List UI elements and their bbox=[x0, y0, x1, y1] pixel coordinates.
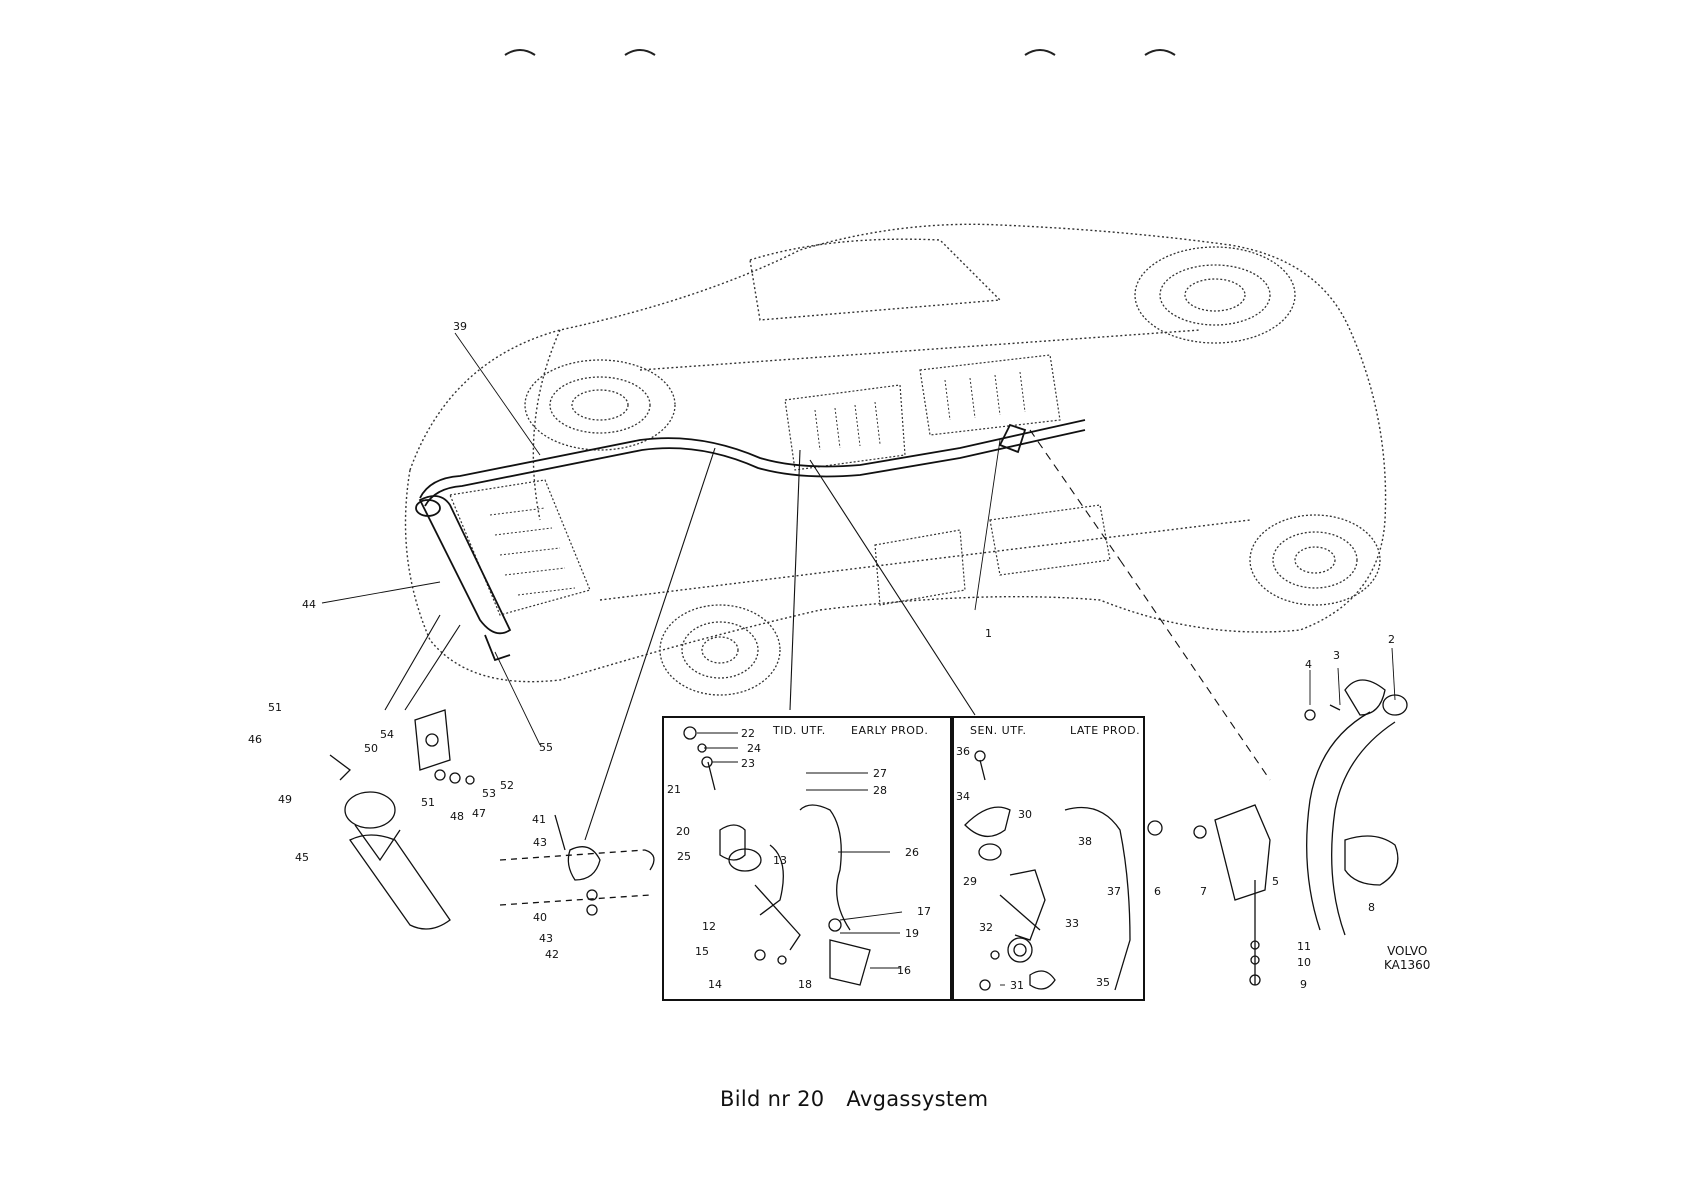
inset-early-label-sv: TID. UTF. bbox=[772, 724, 826, 737]
leader-lines bbox=[384, 429, 1271, 841]
callout-35: 35 bbox=[1096, 976, 1110, 989]
wheel-front-left bbox=[1134, 246, 1296, 344]
inset-early-label-en: EARLY PROD. bbox=[851, 724, 928, 737]
callout-34: 34 bbox=[956, 790, 970, 803]
callout-38: 38 bbox=[1078, 835, 1092, 848]
callout-1: 1 bbox=[985, 627, 992, 640]
callout-13: 13 bbox=[773, 854, 787, 867]
wheel-rear-left bbox=[524, 359, 676, 451]
callout-28: 28 bbox=[873, 784, 887, 797]
callout-54: 54 bbox=[380, 728, 394, 741]
figure-number: Bild nr 20 bbox=[720, 1087, 825, 1111]
car-body-outline bbox=[404, 223, 1387, 683]
callout-23: 23 bbox=[741, 757, 755, 770]
callout-45: 45 bbox=[295, 851, 309, 864]
callout-33: 33 bbox=[1065, 917, 1079, 930]
callout-17: 17 bbox=[917, 905, 931, 918]
floor-pans bbox=[449, 354, 1111, 616]
callout-29: 29 bbox=[963, 875, 977, 888]
callout-53: 53 bbox=[482, 787, 496, 800]
callout-55: 55 bbox=[539, 741, 553, 754]
callout-41: 41 bbox=[532, 813, 546, 826]
callout-20: 20 bbox=[676, 825, 690, 838]
figure-caption: Bild nr 20 Avgassystem bbox=[720, 1087, 1010, 1111]
callout-15: 15 bbox=[695, 945, 709, 958]
callout-3: 3 bbox=[1333, 649, 1340, 662]
figure-title: Avgassystem bbox=[846, 1087, 989, 1111]
callout-47: 47 bbox=[472, 807, 486, 820]
callout-25: 25 bbox=[677, 850, 691, 863]
inset-late-production bbox=[952, 716, 1145, 1001]
callout-27: 27 bbox=[873, 767, 887, 780]
drawing-code: KA1360 bbox=[1384, 958, 1431, 972]
silencer bbox=[415, 495, 512, 662]
callout-50: 50 bbox=[364, 742, 378, 755]
callout-49: 49 bbox=[278, 793, 292, 806]
wheel-front-right bbox=[1249, 514, 1381, 606]
inset-late-label-en: LATE PROD. bbox=[1070, 724, 1140, 737]
callout-4: 4 bbox=[1305, 658, 1312, 671]
callout-48: 48 bbox=[450, 810, 464, 823]
front-bracket-parts bbox=[1147, 679, 1408, 986]
callout-10: 10 bbox=[1297, 956, 1311, 969]
callout-6: 6 bbox=[1154, 885, 1161, 898]
callout-42: 42 bbox=[545, 948, 559, 961]
wheel-rear-right bbox=[659, 604, 781, 696]
callout-2: 2 bbox=[1388, 633, 1395, 646]
early-parts bbox=[683, 726, 871, 986]
callout-43: 43 bbox=[533, 836, 547, 849]
callout-39: 39 bbox=[453, 320, 467, 333]
callout-7: 7 bbox=[1200, 885, 1207, 898]
callout-32: 32 bbox=[979, 921, 993, 934]
callout-52: 52 bbox=[500, 779, 514, 792]
callout-leaders bbox=[321, 332, 1396, 986]
callout-8: 8 bbox=[1368, 901, 1375, 914]
callout-44: 44 bbox=[302, 598, 316, 611]
callout-24: 24 bbox=[747, 742, 761, 755]
brand-name: VOLVO bbox=[1387, 944, 1428, 958]
floor-ribs bbox=[489, 371, 1026, 596]
callout-37: 37 bbox=[1107, 885, 1121, 898]
callout-30: 30 bbox=[1018, 808, 1032, 821]
callout-11: 11 bbox=[1297, 940, 1311, 953]
inset-late-label-sv: SEN. UTF. bbox=[970, 724, 1026, 737]
callout-21: 21 bbox=[667, 783, 681, 796]
callout-22: 22 bbox=[741, 727, 755, 740]
exhaust-pipe bbox=[419, 419, 1086, 507]
callout-31: 31 bbox=[1010, 979, 1024, 992]
callout-18: 18 bbox=[798, 978, 812, 991]
callout-36: 36 bbox=[956, 745, 970, 758]
callout-43b: 43 bbox=[539, 932, 553, 945]
callout-12: 12 bbox=[702, 920, 716, 933]
callout-14: 14 bbox=[708, 978, 722, 991]
middle-clamp-parts bbox=[499, 814, 655, 916]
callout-40: 40 bbox=[533, 911, 547, 924]
callout-26: 26 bbox=[905, 846, 919, 859]
late-parts bbox=[964, 750, 1131, 991]
callout-46: 46 bbox=[248, 733, 262, 746]
rear-hanger-parts bbox=[329, 709, 475, 930]
callout-51b: 51 bbox=[421, 796, 435, 809]
brand-code: VOLVO KA1360 bbox=[1384, 944, 1430, 972]
callout-51: 51 bbox=[268, 701, 282, 714]
punch-marks bbox=[504, 49, 1176, 56]
callout-5: 5 bbox=[1272, 875, 1279, 888]
callout-9: 9 bbox=[1300, 978, 1307, 991]
callout-numbers: 1 2 3 4 5 6 7 8 9 10 11 12 13 14 15 16 1… bbox=[248, 320, 1395, 992]
callout-16: 16 bbox=[897, 964, 911, 977]
inset-early-production bbox=[662, 716, 952, 1001]
callout-19: 19 bbox=[905, 927, 919, 940]
